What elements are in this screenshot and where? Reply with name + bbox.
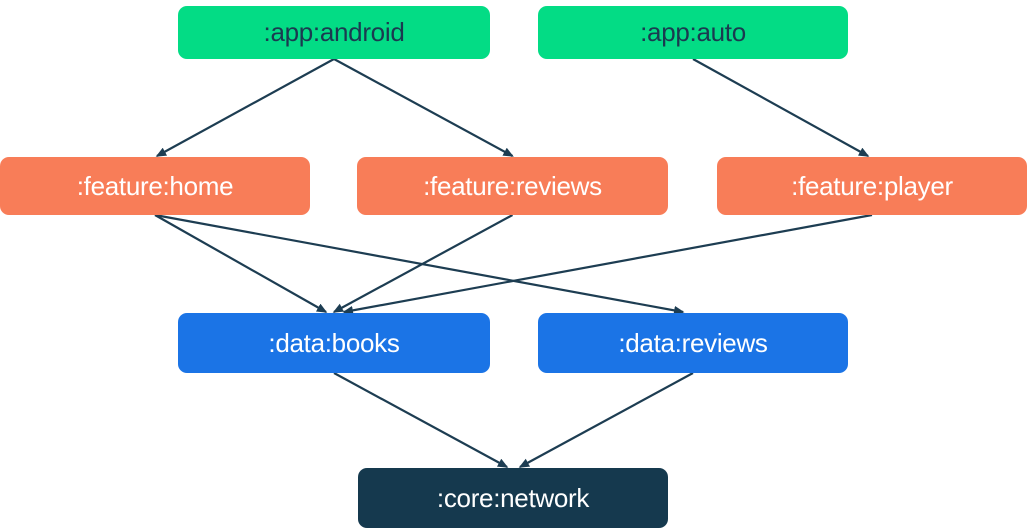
node-data-reviews: :data:reviews [538, 313, 848, 373]
node-feature-home: :feature:home [0, 157, 310, 215]
edge-app-android-to-feature-reviews [333, 58, 514, 157]
edge-feature-player-to-data-books [342, 213, 873, 315]
edge-app-android-to-feature-home [155, 58, 335, 157]
node-feature-player: :feature:player [717, 157, 1027, 215]
node-label: :data:books [268, 327, 400, 358]
node-label: :feature:home [76, 170, 234, 201]
node-app-android: :app:android [178, 6, 490, 59]
edges-group [154, 58, 873, 468]
node-label: :core:network [436, 482, 590, 513]
edge-feature-reviews-to-data-books [332, 214, 514, 313]
edge-data-reviews-to-core-network [518, 372, 694, 468]
edge-data-books-to-core-network [333, 372, 509, 468]
node-label: :feature:player [791, 170, 953, 201]
node-label: :data:reviews [618, 327, 768, 358]
node-data-books: :data:books [178, 313, 490, 373]
node-label: :app:android [263, 17, 405, 47]
node-label: :feature:reviews [423, 170, 602, 201]
edge-feature-home-to-data-reviews [154, 213, 685, 315]
node-feature-reviews: :feature:reviews [357, 157, 668, 215]
node-app-auto: :app:auto [538, 6, 848, 59]
node-label: :app:auto [640, 17, 746, 47]
edge-app-auto-to-feature-player [692, 58, 870, 157]
edge-feature-home-to-data-books [154, 214, 328, 313]
node-core-network: :core:network [358, 468, 668, 528]
